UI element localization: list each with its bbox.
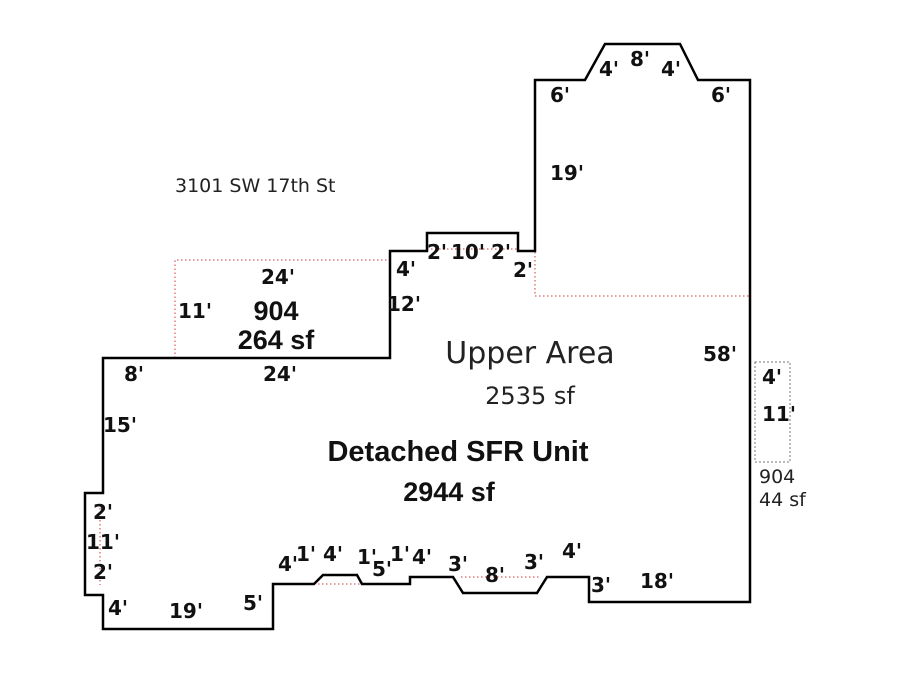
dim-label: 1' xyxy=(296,542,316,566)
dim-label: 6' xyxy=(711,83,731,107)
dim-label: 3' xyxy=(524,550,544,574)
dim-label: 6' xyxy=(550,83,570,107)
dim-label: 19' xyxy=(550,161,584,185)
dim-label: 19' xyxy=(169,599,203,623)
main-area-sf: 2944 sf xyxy=(403,477,496,507)
upper-left-area-boundary xyxy=(174,259,390,358)
side-area-code: 904 xyxy=(759,466,795,488)
dim-label: 2' xyxy=(93,500,113,524)
dim-label: 11' xyxy=(762,402,796,426)
main-area-name: Detached SFR Unit xyxy=(327,436,588,468)
dim-label: 2' xyxy=(491,240,511,264)
dim-label: 4' xyxy=(599,57,619,81)
dim-label: 4' xyxy=(661,57,681,81)
dim-label: 5' xyxy=(372,557,392,581)
dim-label: 58' xyxy=(703,342,737,366)
dim-label: 11' xyxy=(178,299,212,323)
dim-label: 4' xyxy=(562,539,582,563)
dim-label: 11' xyxy=(86,530,120,554)
upper-area-boundary xyxy=(534,252,750,297)
dim-label: 4' xyxy=(396,257,416,281)
dim-label: 8' xyxy=(485,563,505,587)
dim-label: 4' xyxy=(278,552,298,576)
dim-label: 4' xyxy=(762,365,782,389)
dim-label: 2' xyxy=(427,240,447,264)
dim-label: 2' xyxy=(93,560,113,584)
dim-label: 4' xyxy=(108,596,128,620)
dim-label: 8' xyxy=(630,47,650,71)
dim-label: 4' xyxy=(323,542,343,566)
side-area-box xyxy=(754,361,791,463)
building-outline xyxy=(83,42,752,631)
dim-label: 3' xyxy=(448,552,468,576)
upper-left-area-code: 904 xyxy=(253,296,298,326)
dim-label: 10' xyxy=(451,240,485,264)
upper-area-sf: 2535 sf xyxy=(485,382,575,410)
dim-label: 4' xyxy=(412,545,432,569)
dim-label: 12' xyxy=(387,292,421,316)
dim-label: 2' xyxy=(513,258,533,282)
dim-label: 15' xyxy=(103,413,137,437)
dim-label: 18' xyxy=(640,569,674,593)
upper-left-area-sf: 264 sf xyxy=(238,325,316,355)
dim-label: 1' xyxy=(357,545,377,569)
dim-label: 5' xyxy=(243,591,263,615)
address-label: 3101 SW 17th St xyxy=(175,175,336,197)
upper-area-name: Upper Area xyxy=(445,336,614,371)
dim-label: 24' xyxy=(263,362,297,386)
dim-label: 24' xyxy=(261,265,295,289)
side-area-sf: 44 sf xyxy=(759,489,807,511)
dim-label: 8' xyxy=(124,362,144,386)
dim-label: 3' xyxy=(591,573,611,597)
dim-label: 1' xyxy=(390,542,410,566)
